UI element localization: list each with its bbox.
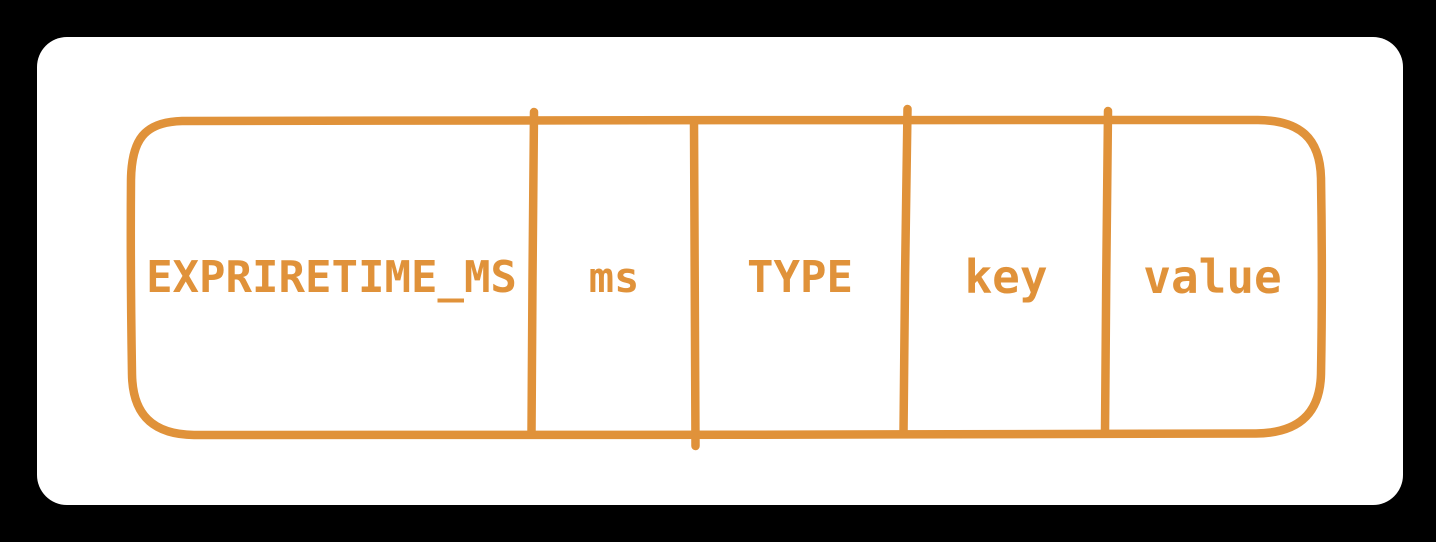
table-outline	[126, 115, 1326, 440]
cell-value: value	[1143, 250, 1282, 304]
column-divider-3	[899, 104, 912, 438]
cell-expriretime-ms: EXPRIRETIME_MS	[146, 251, 517, 303]
column-divider-2	[689, 117, 700, 451]
column-divider-4	[1100, 106, 1113, 438]
diagram-card	[37, 37, 1403, 505]
cell-type: TYPE	[747, 251, 853, 303]
cell-ms: ms	[588, 252, 640, 302]
column-divider-1	[527, 107, 539, 438]
cell-key: key	[964, 250, 1048, 304]
